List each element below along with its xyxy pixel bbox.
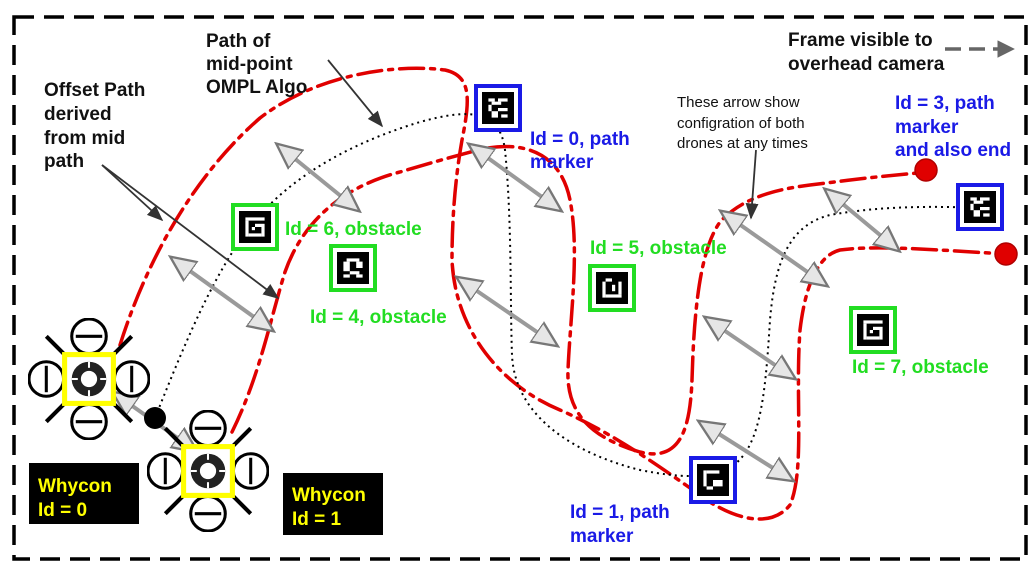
pointer-arrows [101,59,759,299]
path-of-mid-line1: Path of [206,31,271,52]
arrows-note-label: These arrow show configration of both dr… [677,94,809,152]
offset-path-outer [118,66,1007,521]
aruco-marker-icon [596,272,628,304]
whycon0-line2: Id = 0 [38,500,87,521]
offset-path-line1: Offset Path [44,80,145,101]
whycon0-label: Whycon Id = 0 [38,476,117,521]
drone-group [29,319,268,531]
quadcopter-icon [29,319,149,439]
mid-point-dot [144,407,166,429]
path-of-mid-line3: OMPL Algo [206,77,307,98]
aruco-marker-icon [482,92,514,124]
camera-frame-border [12,15,1028,561]
aruco-marker-icon [964,191,996,223]
frame-visible-label: Frame visible to overhead camera [788,30,945,75]
whycon0-line1: Whycon [38,476,112,497]
end-point-dot [914,158,938,182]
marker-id3-line3: and also end [895,140,1011,161]
frame-visible-line2: overhead camera [788,54,945,75]
arrows-note-line2: configration of both [677,115,805,132]
arrows-note-line3: drones at any times [677,135,808,152]
whycon1-label: Whycon Id = 1 [292,485,371,530]
marker-id3-label: Id = 3, path marker and also end [895,93,1011,161]
path-markers [474,84,1004,504]
marker-id1-line2: marker [570,526,634,547]
obstacle-id5-label: Id = 5, obstacle [590,238,727,259]
marker-id0-line1: Id = 0, path [530,129,630,150]
offset-path-line3: from mid [44,128,125,149]
aruco-marker-icon [337,252,369,284]
marker-id0-label: Id = 0, path marker [530,129,635,173]
end-point-dot [994,242,1018,266]
offset-path-line4: path [44,151,84,172]
marker-id1-label: Id = 1, path marker [570,502,675,547]
marker-id3-line2: marker [895,117,959,138]
marker-id0-line2: marker [530,152,594,173]
offset-path-line2: derived [44,104,112,125]
whycon0-box [29,463,139,524]
path-of-mid-line2: mid-point [206,54,293,75]
whycon1-line2: Id = 1 [292,509,342,530]
whycon1-line1: Whycon [292,485,366,506]
obstacle-markers [231,203,897,354]
marker-id1-line1: Id = 1, path [570,502,670,523]
obstacle-id6-label: Id = 6, obstacle [285,219,422,240]
frame-visible-line1: Frame visible to [788,30,933,51]
aruco-marker-icon [857,314,889,346]
config-arrows [172,145,898,480]
aruco-marker-icon [697,464,729,496]
obstacle-id4-label: Id = 4, obstacle [310,307,447,328]
offset-path-label: Offset Path derived from mid path [44,80,151,172]
arrows-note-line1: These arrow show [677,94,800,111]
quadcopter-icon [148,411,268,531]
path-of-mid-label: Path of mid-point OMPL Algo [206,31,307,98]
obstacle-id7-label: Id = 7, obstacle [852,357,989,378]
marker-id3-line1: Id = 3, path [895,93,995,114]
aruco-marker-icon [239,211,271,243]
whycon1-box [283,473,383,535]
